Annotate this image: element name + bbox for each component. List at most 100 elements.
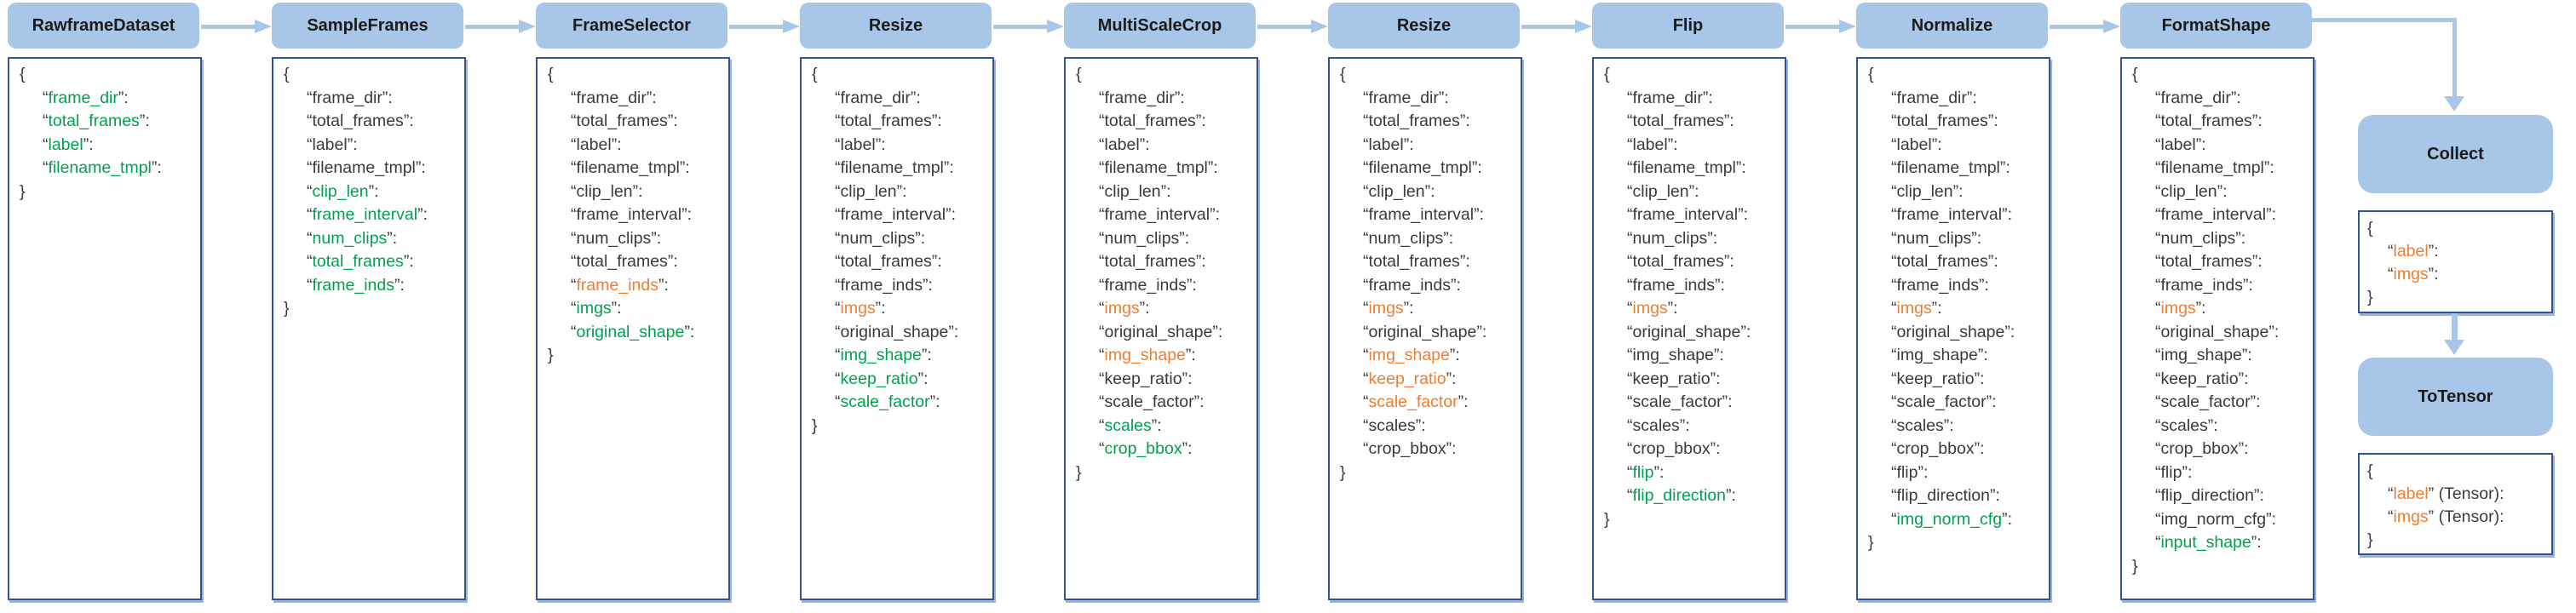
colon: : bbox=[2213, 415, 2218, 435]
key-name: frame_interval bbox=[2160, 205, 2267, 224]
key-name: filename_tmpl bbox=[2160, 158, 2264, 177]
key-name: num_clips bbox=[1632, 228, 1708, 248]
dict-key-keep-ratio: “keep_ratio”: bbox=[1066, 368, 1256, 392]
colon: : bbox=[1184, 228, 1190, 248]
colon: : bbox=[1992, 392, 1997, 411]
open-quote: “ bbox=[571, 322, 577, 341]
open-quote: “ bbox=[2155, 509, 2161, 529]
key-name: num_clips bbox=[2160, 228, 2236, 248]
flow-arrow-line-h0 bbox=[201, 25, 255, 29]
close-quote: ” bbox=[2268, 322, 2274, 341]
colon: : bbox=[157, 158, 162, 177]
colon: : bbox=[1477, 158, 1482, 177]
open-quote: “ bbox=[1099, 252, 1105, 271]
close-quote: ” bbox=[2428, 242, 2435, 261]
open-quote: “ bbox=[1891, 439, 1897, 458]
key-name: frame_interval bbox=[1104, 205, 1210, 224]
close-quote: ” bbox=[1139, 135, 1146, 154]
open-quote: “ bbox=[571, 135, 577, 154]
dict-key-frame-inds: “frame_inds”: bbox=[1858, 274, 2049, 298]
key-name: keep_ratio bbox=[1896, 369, 1975, 388]
dict-key-frame-inds: “frame_inds”: bbox=[1066, 274, 1256, 298]
colon: : bbox=[951, 205, 956, 224]
dict-key-keep-ratio: “keep_ratio”: bbox=[1858, 368, 2049, 392]
colon: : bbox=[1421, 415, 1426, 435]
key-name: scale_factor bbox=[1896, 392, 1987, 411]
open-quote: “ bbox=[1099, 228, 1105, 248]
close-quote: ” bbox=[1160, 181, 1167, 201]
key-name: imgs bbox=[576, 299, 612, 318]
close-quote: ” bbox=[681, 205, 687, 224]
open-quote: “ bbox=[2155, 533, 2161, 552]
stage-title: FrameSelector bbox=[572, 15, 691, 35]
open-quote: “ bbox=[1363, 275, 1369, 295]
close-quote: ” bbox=[2230, 88, 2237, 107]
close-quote: ” bbox=[1999, 158, 2006, 177]
stage-dict-box-7-normalize: {“frame_dir”:“total_frames”:“label”:“fil… bbox=[1856, 57, 2050, 600]
open-quote: “ bbox=[43, 88, 49, 107]
dict-key-frame-interval: “frame_interval”: bbox=[1594, 203, 1785, 227]
colon: : bbox=[2005, 158, 2010, 177]
open-quote: “ bbox=[1891, 392, 1897, 411]
dict-key-imgs: “imgs”: bbox=[1330, 297, 1521, 321]
colon: : bbox=[1716, 369, 1721, 388]
open-quote: “ bbox=[1363, 228, 1369, 248]
dict-key-flip-direction: “flip_direction”: bbox=[2122, 484, 2313, 508]
open-quote: “ bbox=[835, 275, 841, 295]
stage-header-collect: Collect bbox=[2358, 115, 2553, 193]
colon: : bbox=[1673, 135, 1678, 154]
open-quote: “ bbox=[2388, 484, 2394, 503]
close-quote: ” bbox=[2242, 275, 2249, 295]
colon: : bbox=[2257, 252, 2263, 271]
key-name: total_frames bbox=[840, 252, 932, 271]
key-name: scale_factor bbox=[1368, 392, 1458, 411]
close-quote: ” bbox=[931, 112, 938, 130]
open-quote: “ bbox=[1891, 112, 1897, 130]
open-quote: “ bbox=[1363, 88, 1369, 107]
open-quote: “ bbox=[571, 88, 577, 107]
dict-key-original-shape: “original_shape”: bbox=[802, 321, 992, 345]
close-quote: ” bbox=[403, 252, 410, 271]
close-quote: ” bbox=[118, 88, 124, 107]
key-name: label bbox=[312, 135, 348, 154]
open-quote: “ bbox=[835, 322, 841, 341]
close-quote: ” bbox=[1151, 415, 1158, 435]
colon: : bbox=[1673, 299, 1678, 318]
close-quote: ” bbox=[1449, 346, 1456, 364]
flow-arrow-head-h5 bbox=[1575, 20, 1592, 33]
brace-open: { bbox=[1076, 65, 1082, 83]
colon: : bbox=[400, 275, 405, 295]
close-quote: ” bbox=[1679, 415, 1686, 435]
open-quote: “ bbox=[2155, 439, 2161, 458]
dict-open-brace: { bbox=[2360, 460, 2551, 483]
brace-open: { bbox=[812, 65, 818, 83]
flow-arrow-line-h3 bbox=[993, 25, 1047, 29]
dict-key-total-frames: “total_frames”: bbox=[1066, 250, 1256, 274]
open-quote: “ bbox=[2155, 346, 2161, 364]
close-quote: ” bbox=[1458, 392, 1464, 411]
flow-arrow-head-h4 bbox=[1311, 20, 1328, 33]
open-quote: “ bbox=[307, 158, 313, 177]
close-quote: ” bbox=[387, 228, 393, 248]
key-name: crop_bbox bbox=[1368, 439, 1446, 458]
close-quote: ” bbox=[1738, 205, 1744, 224]
open-quote: “ bbox=[1363, 322, 1369, 341]
open-quote: “ bbox=[1099, 346, 1105, 364]
open-quote: “ bbox=[571, 228, 577, 248]
flow-arrow-line-h5 bbox=[1521, 25, 1575, 29]
key-name: imgs bbox=[2160, 299, 2196, 318]
dict-key-flip: “flip”: bbox=[1858, 461, 2049, 485]
open-quote: “ bbox=[1627, 415, 1633, 435]
key-name: frame_inds bbox=[2160, 275, 2243, 295]
close-quote: ” bbox=[1723, 252, 1730, 271]
colon: : bbox=[1145, 299, 1150, 318]
close-quote: ” bbox=[1471, 158, 1478, 177]
dict-key-imgs: “imgs” (Tensor): bbox=[2360, 506, 2551, 529]
stage-dict-box-3-resize: {“frame_dir”:“total_frames”:“label”:“fil… bbox=[800, 57, 994, 600]
key-name: frame_dir bbox=[1896, 88, 1967, 107]
brace-open: { bbox=[2367, 461, 2373, 480]
open-quote: “ bbox=[1627, 486, 1633, 505]
open-quote: “ bbox=[1627, 439, 1633, 458]
colon: : bbox=[617, 299, 622, 318]
open-quote: “ bbox=[1099, 439, 1105, 458]
